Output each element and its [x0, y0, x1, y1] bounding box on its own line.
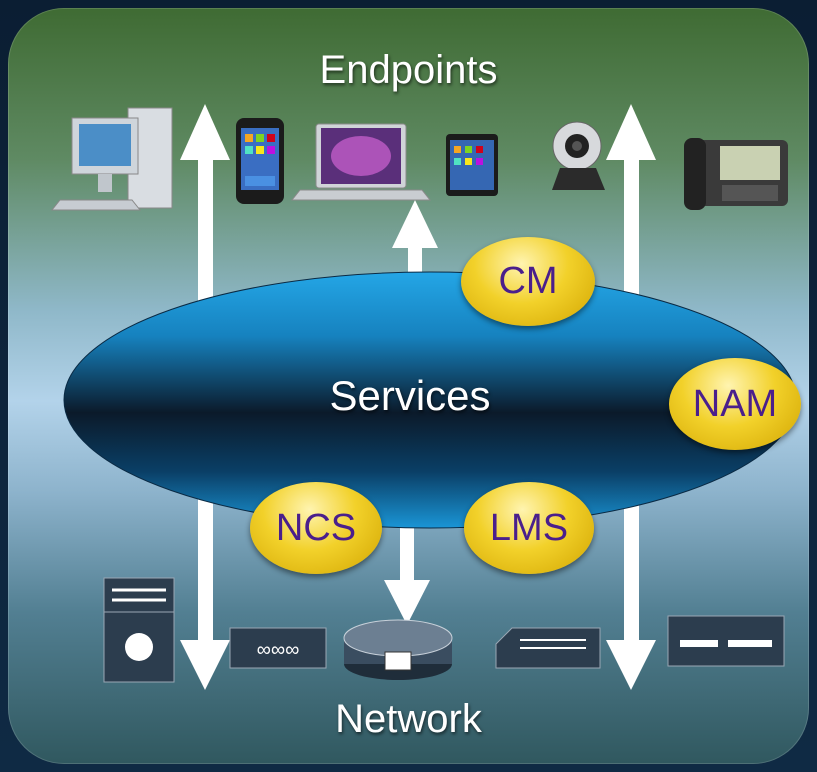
switch-icon	[495, 627, 601, 669]
cm-badge: CM	[461, 237, 595, 326]
webcam-icon	[552, 121, 605, 190]
tablet-icon	[446, 134, 498, 196]
services-label: Services	[329, 372, 491, 419]
desktop-computer-icon	[50, 107, 173, 211]
endpoints-title: Endpoints	[319, 48, 498, 92]
svg-text:∞∞∞: ∞∞∞	[257, 639, 300, 661]
lms-badge: LMS	[464, 482, 594, 574]
router-icon	[343, 619, 453, 680]
nam-badge: NAM	[669, 358, 801, 450]
appliance-icon	[667, 615, 785, 667]
laptop-icon	[290, 123, 432, 201]
hub-icon: ∞∞∞	[229, 627, 327, 669]
smartphone-icon	[236, 118, 284, 204]
multilayer-switch-icon	[103, 577, 175, 683]
network-title: Network	[335, 697, 482, 741]
ip-phone-icon	[684, 138, 788, 210]
ncs-badge: NCS	[250, 482, 382, 574]
